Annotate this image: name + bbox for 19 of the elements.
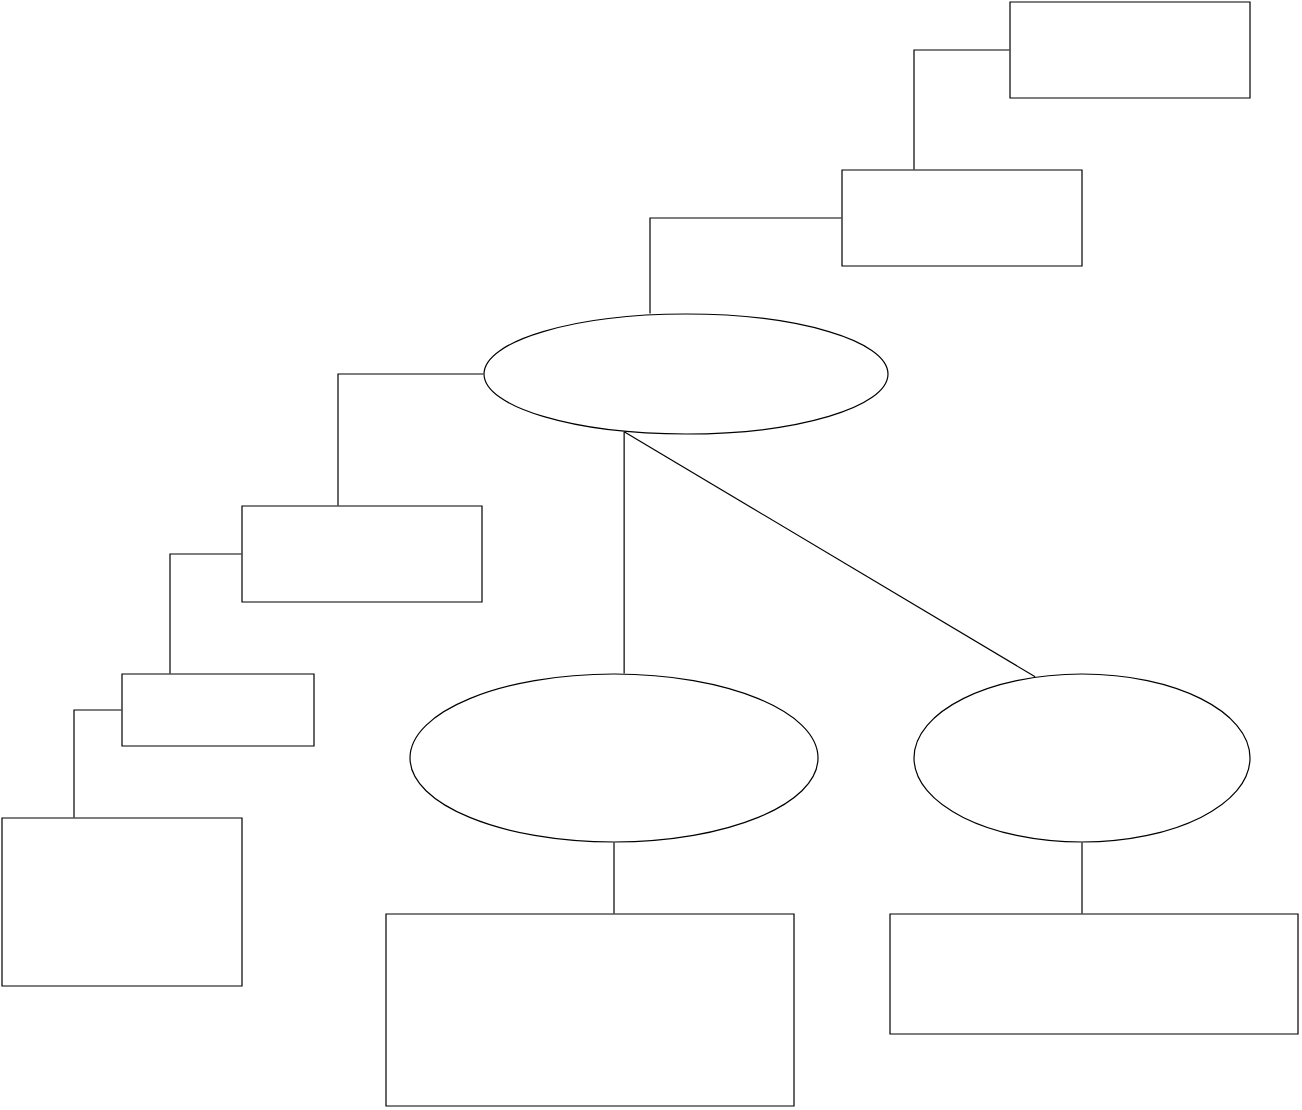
box <box>241 505 483 603</box>
connector-line <box>649 217 842 314</box>
connector-line <box>913 49 1010 170</box>
box <box>385 913 795 1107</box>
box <box>841 169 1083 267</box>
box <box>1009 1 1251 99</box>
connector-line <box>623 431 1036 678</box>
ellipse <box>483 313 889 435</box>
box <box>1 817 243 987</box>
connector-line <box>613 842 615 914</box>
connector-line <box>73 709 122 818</box>
connector-line <box>169 553 242 674</box>
connector-line <box>337 373 484 506</box>
box <box>889 913 1299 1035</box>
ellipse <box>913 673 1251 843</box>
connector-line <box>1081 842 1083 914</box>
ellipse <box>409 673 819 843</box>
box <box>121 673 315 747</box>
connector-line <box>623 431 625 674</box>
